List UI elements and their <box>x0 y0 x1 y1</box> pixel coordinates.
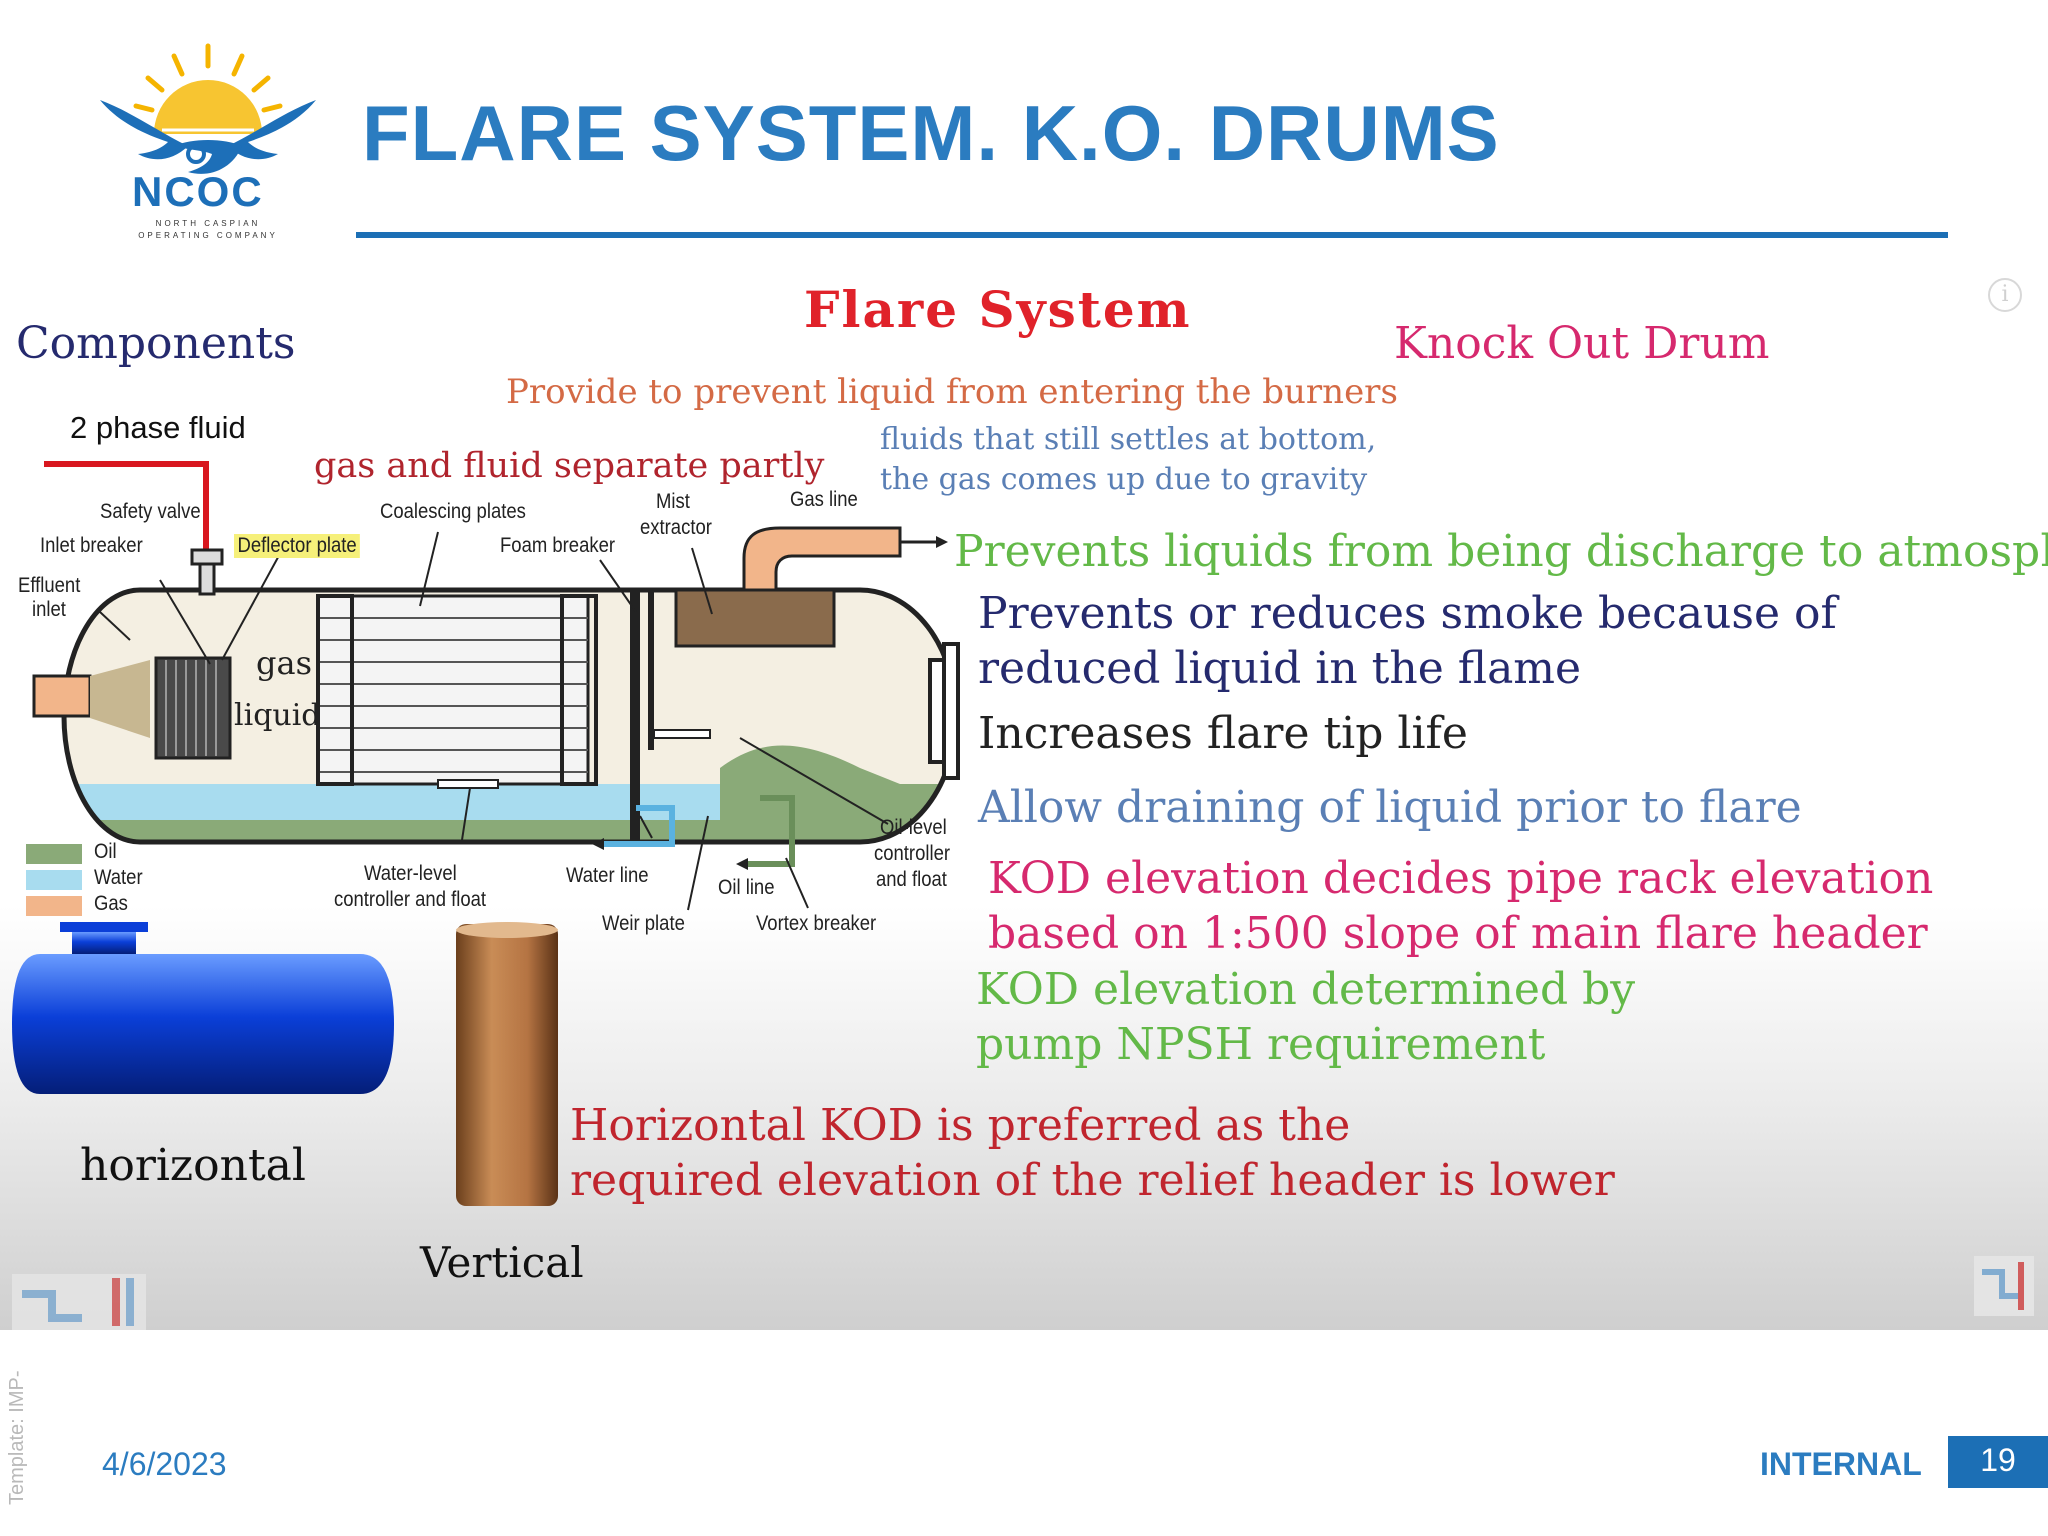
bullet-flare-tip-life: Increases flare tip life <box>978 708 1468 759</box>
bullet-npsh-line2: pump NPSH requirement <box>976 1019 1546 1070</box>
settle-note-line1: fluids that still settles at bottom, <box>880 422 1377 457</box>
watermark-badge-right <box>1974 1256 2034 1316</box>
purpose-note: Provide to prevent liquid from entering … <box>506 372 1398 412</box>
legend-water-label: Water <box>94 866 143 889</box>
legend-oil-swatch <box>26 844 82 864</box>
inlet-breaker-label: Inlet breaker <box>40 534 143 557</box>
ncoc-logo: NCOC NORTH CASPIAN OPERATING COMPANY <box>92 42 324 252</box>
coalescing-plates-label: Coalescing plates <box>380 500 526 523</box>
piping-logo-icon <box>22 1278 134 1326</box>
deflector-plate-label: Deflector plate <box>234 534 361 558</box>
page-number: 19 <box>1980 1442 2016 1478</box>
effluent-inlet-label-2: inlet <box>32 598 66 621</box>
settle-note-line2: the gas comes up due to gravity <box>880 462 1368 497</box>
knock-out-drum-label: Knock Out Drum <box>1394 318 1770 369</box>
bullet-pipe-rack-line1: KOD elevation decides pipe rack elevatio… <box>988 853 1934 904</box>
legend-water-swatch <box>26 870 82 890</box>
oil-level-controller-label-3: and float <box>876 868 947 891</box>
logo-wordmark: NCOC <box>132 168 264 215</box>
logo-subtext: NORTH CASPIAN OPERATING COMPANY <box>138 219 278 240</box>
info-icon[interactable]: i <box>1988 278 2022 312</box>
separate-note: gas and fluid separate partly <box>314 446 825 486</box>
bullet-horizontal-preferred-line1: Horizontal KOD is preferred as the <box>570 1100 1351 1151</box>
bullet-prevents-discharge: Prevents liquids from being discharge to… <box>954 526 2048 577</box>
bullet-allow-draining: Allow draining of liquid prior to flare <box>978 782 1802 833</box>
piping-logo-small-icon <box>1982 1262 2024 1310</box>
bullet-smoke-line1: Prevents or reduces smoke because of <box>978 588 1837 639</box>
water-level-controller-label-2: controller and float <box>334 888 487 911</box>
legend-gas-swatch <box>26 896 82 916</box>
knock-out-drum-diagram <box>26 461 960 916</box>
effluent-inlet-label: Effluent <box>18 574 81 597</box>
legend-gas-label: Gas <box>94 892 128 915</box>
vortex-breaker-label: Vortex breaker <box>756 912 877 935</box>
figure-heading: Flare System <box>804 280 1192 339</box>
two-phase-label: 2 phase fluid <box>70 410 246 445</box>
mist-extractor-label-2: extractor <box>640 516 712 539</box>
horizontal-label: horizontal <box>80 1140 306 1191</box>
gas-zone-label: gas <box>256 644 312 682</box>
water-level-controller-label: Water-level <box>364 862 457 885</box>
oil-level-controller-label-2: controller <box>874 842 951 865</box>
classification-label: INTERNAL <box>1760 1446 1922 1482</box>
flare-system-figure: Flare System Components Knock Out Drum P… <box>0 268 2048 1330</box>
water-line-label: Water line <box>566 864 649 887</box>
legend-oil-label: Oil <box>94 840 117 863</box>
vertical-label: Vertical <box>420 1238 584 1287</box>
vertical-kod-illustration <box>456 922 558 1206</box>
oil-level-controller-label: Oil-level <box>880 816 947 839</box>
oil-line-label: Oil line <box>718 876 775 899</box>
components-label: Components <box>16 318 296 369</box>
slide-title: FLARE SYSTEM. K.O. DRUMS <box>362 89 1500 177</box>
page-number-box <box>1948 1436 2048 1488</box>
bullet-horizontal-preferred-line2: required elevation of the relief header … <box>570 1155 1615 1206</box>
title-divider <box>356 232 1948 238</box>
weir-plate-label: Weir plate <box>602 912 685 935</box>
foam-breaker-label: Foam breaker <box>500 534 616 557</box>
bullet-npsh-line1: KOD elevation determined by <box>976 964 1636 1015</box>
mist-extractor-label: Mist <box>656 490 690 513</box>
watermark-badge-left <box>12 1274 146 1330</box>
ncoc-emblem-icon <box>100 43 316 174</box>
gas-line-label: Gas line <box>790 488 858 511</box>
liquid-zone-label: liquid <box>234 698 321 733</box>
bullet-smoke-line2: reduced liquid in the flame <box>978 643 1582 694</box>
bullet-pipe-rack-line2: based on 1:500 slope of main flare heade… <box>988 908 1928 959</box>
safety-valve-label: Safety valve <box>100 500 201 523</box>
template-tag: Template: IMP- <box>6 1370 28 1505</box>
horizontal-kod-illustration <box>12 922 394 1094</box>
footer-date: 4/6/2023 <box>102 1446 227 1482</box>
